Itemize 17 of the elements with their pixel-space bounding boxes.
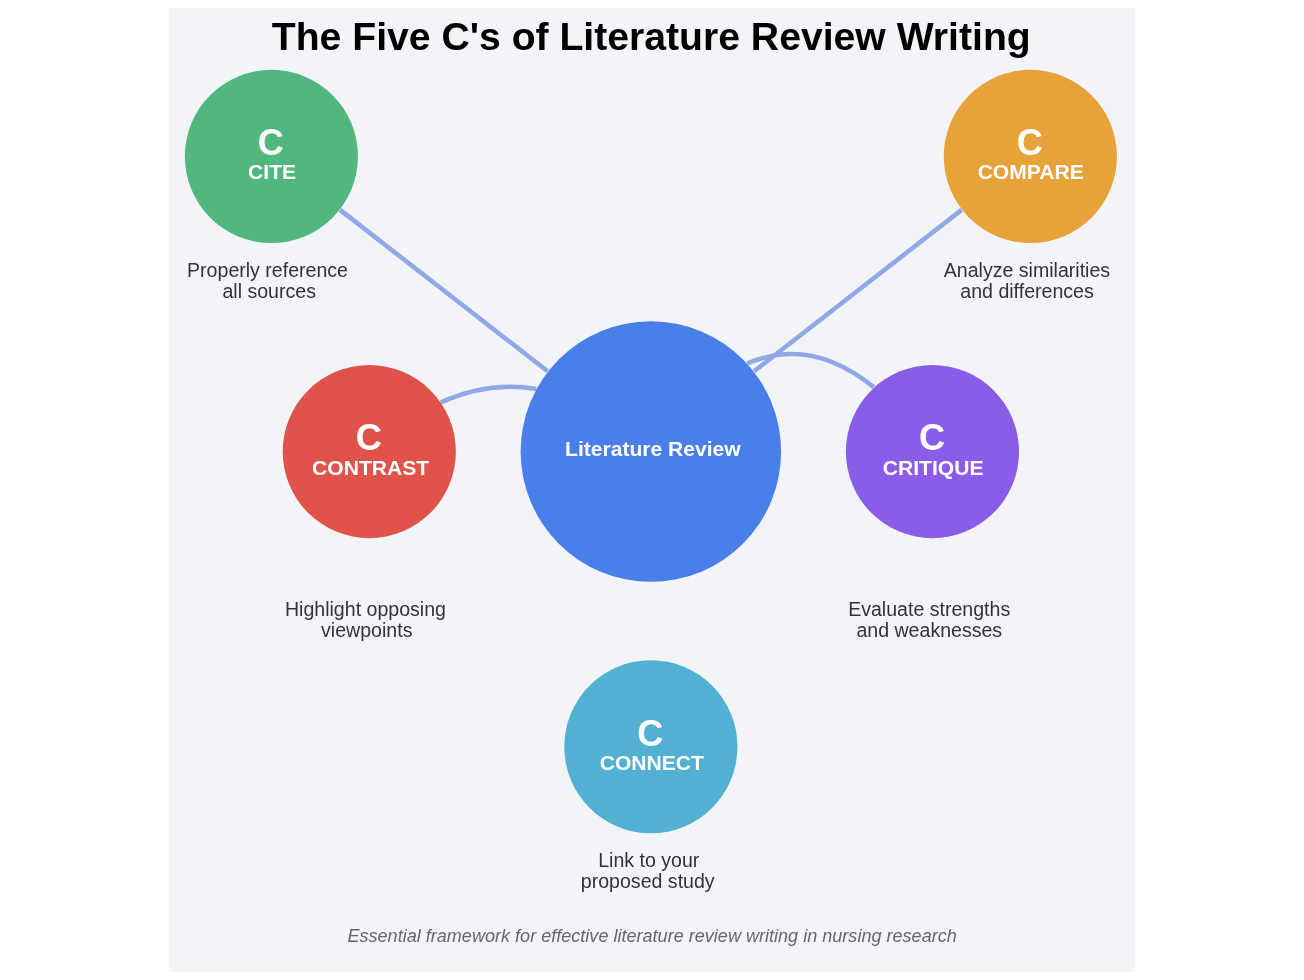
node-circle: C CONTRAST (282, 365, 456, 539)
node-label: Highlight opposing viewpoints (284, 597, 446, 641)
node-label: Link to your proposed study (580, 849, 715, 893)
connector (439, 384, 537, 405)
node-label: Evaluate strengths and weaknesses (848, 597, 1011, 641)
connector (746, 351, 876, 389)
node-circle: C COMPARE (943, 69, 1117, 244)
caption: Essential framework for effective literature review writing in nursing research (347, 925, 957, 946)
node-label: Properly reference all sources (187, 258, 349, 302)
node-circle: C CITE (184, 69, 358, 244)
connector (338, 208, 549, 374)
node-circle: C CRITIQUE (845, 365, 1020, 539)
node-circle: C CONNECT (564, 660, 738, 834)
node-label: Analyze similarities and differences (943, 258, 1111, 302)
node-circle: Literature Review (520, 321, 782, 582)
diagram-title: The Five C's of Literature Review Writing (271, 14, 1031, 58)
connector (752, 208, 963, 374)
